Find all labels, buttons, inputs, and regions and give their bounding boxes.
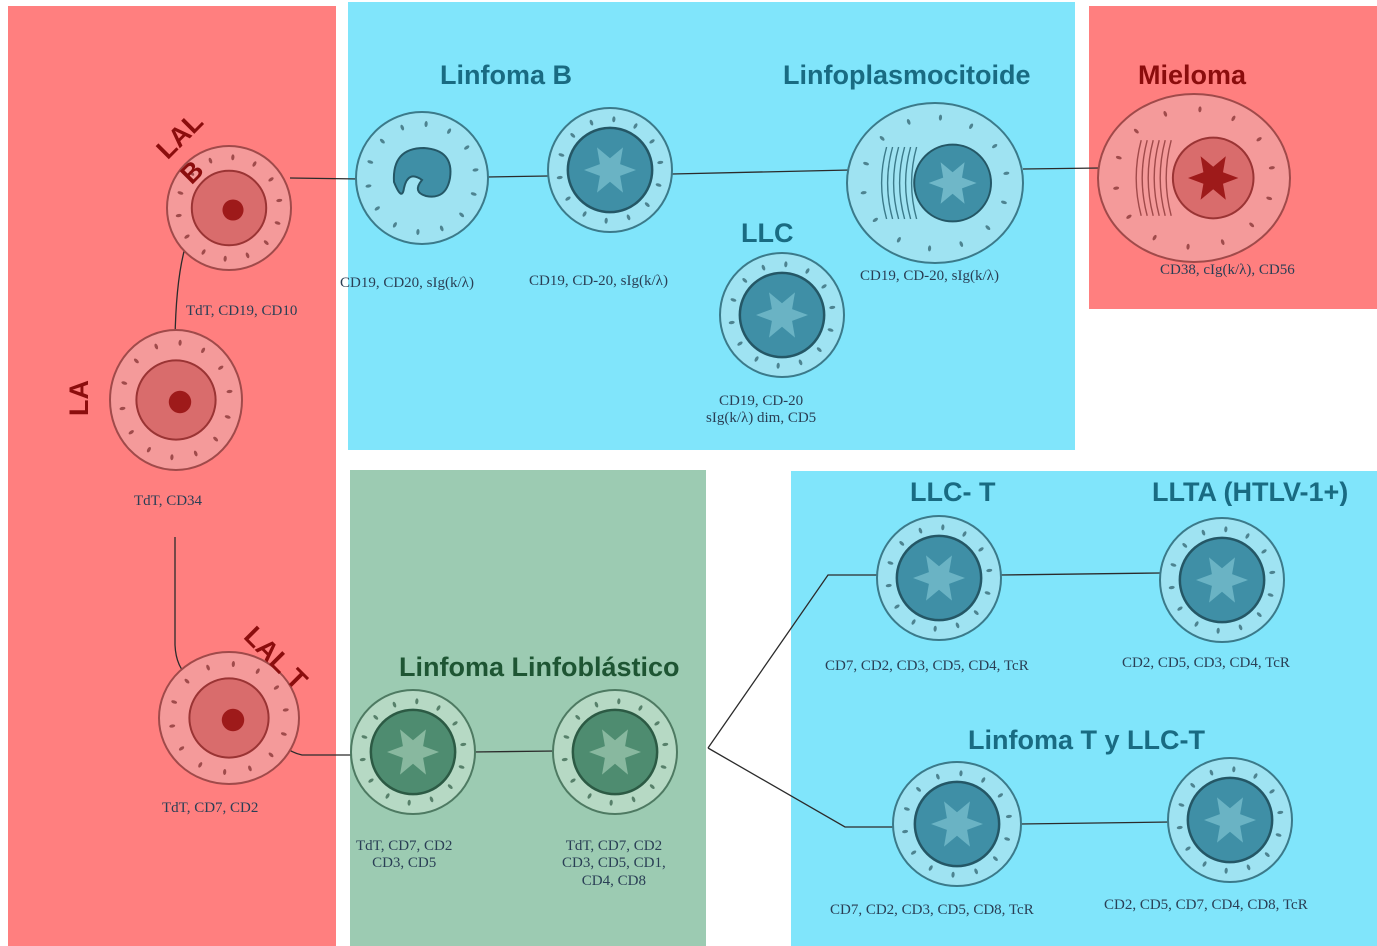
connector-linfomab-cells — [486, 175, 549, 178]
marker-line: CD19, CD20, sIg(k/λ) — [340, 275, 474, 291]
cell-linfoma-b-1 — [355, 111, 489, 245]
markers-linfoma-t-2: CD2, CD5, CD7, CD4, CD8, TcR — [1104, 897, 1308, 914]
marker-line: CD38, cIg(k/λ), CD56 — [1160, 262, 1295, 278]
cell-linfoma-t-1 — [892, 761, 1022, 887]
connector-linfomat-cells — [1019, 821, 1171, 825]
title-llc-t: LLC- T — [910, 477, 996, 507]
title-linfoma-t-llc-t: Linfoma T y LLC-T — [968, 725, 1205, 755]
marker-line: CD7, CD2, CD3, CD5, CD8, TcR — [830, 902, 1034, 918]
markers-linfoplasmocitoide: CD19, CD-20, sIg(k/λ) — [860, 268, 999, 285]
title-linfoplasmocitoide: Linfoplasmocitoide — [783, 60, 1031, 90]
cell-la — [109, 329, 243, 471]
precursor-panel-red — [8, 6, 336, 946]
cell-llc — [719, 252, 845, 378]
marker-line: TdT, CD19, CD10 — [186, 303, 298, 319]
cell-linfoblastico-1 — [350, 689, 476, 815]
title-llc: LLC — [741, 218, 794, 248]
marker-line: CD3, CD5 — [372, 855, 437, 872]
label-la: LA — [64, 380, 94, 416]
marker-line: TdT, CD7, CD2 — [565, 838, 663, 854]
cell-llta — [1159, 517, 1285, 643]
markers-mieloma: CD38, cIg(k/λ), CD56 — [1160, 262, 1295, 279]
connector-linfoblastico-cells — [471, 750, 557, 753]
cell-linfoma-t-2 — [1167, 757, 1293, 883]
title-mieloma: Mieloma — [1138, 60, 1247, 90]
marker-line: TdT, CD7, CD2 — [162, 800, 259, 816]
cell-lal-t — [158, 651, 300, 785]
cell-mieloma — [1097, 93, 1291, 263]
title-linfoma-linfoblastico: Linfoma Linfoblástico — [399, 652, 680, 682]
cell-lal-b — [166, 145, 292, 271]
connector-linfoplasmo-mieloma — [1022, 167, 1101, 170]
marker-line: CD7, CD2, CD3, CD5, CD4, TcR — [825, 658, 1029, 674]
cell-linfoplasmocitoide — [846, 102, 1024, 264]
marker-line: CD19, CD-20 — [719, 393, 804, 409]
title-llta: LLTA (HTLV-1+) — [1152, 479, 1349, 506]
markers-lal-t: TdT, CD7, CD2 — [162, 800, 258, 817]
markers-llc-t: CD7, CD2, CD3, CD5, CD4, TcR — [825, 658, 1029, 675]
connector-branch-upper — [707, 574, 878, 749]
marker-line: TdT, CD34 — [134, 493, 203, 509]
marker-line: CD19, CD-20, sIg(k/λ) — [529, 273, 668, 289]
markers-linfoma-b-2: CD19, CD-20, sIg(k/λ) — [529, 273, 668, 290]
markers-linfoma-b-1: CD19, CD20, sIg(k/λ) — [340, 275, 474, 292]
markers-linfoma-t-1: CD7, CD2, CD3, CD5, CD8, TcR — [830, 902, 1034, 919]
marker-line: CD4, CD8 — [581, 872, 646, 889]
title-linfoma-b: Linfoma B — [440, 60, 572, 90]
marker-line: CD19, CD-20, sIg(k/λ) — [860, 268, 999, 284]
cell-linfoblastico-2 — [552, 689, 678, 815]
cell-linfoma-b-2 — [547, 107, 673, 233]
marker-line: CD2, CD5, CD3, CD4, TcR — [1122, 655, 1290, 671]
marker-line: sIg(k/λ) dim, CD5 — [706, 410, 817, 427]
connector-llct-llta — [999, 572, 1161, 576]
connector-branch-lower — [707, 747, 895, 828]
connector-linfomab-linfoplasmo — [671, 169, 851, 175]
markers-lal-b: TdT, CD19, CD10 — [186, 303, 297, 320]
marker-line: CD2, CD5, CD7, CD4, CD8, TcR — [1104, 897, 1308, 913]
cell-llc-t — [876, 515, 1002, 641]
connector-lalb-linfomab — [289, 177, 361, 180]
marker-line: TdT, CD7, CD2 — [356, 838, 453, 854]
markers-llta: CD2, CD5, CD3, CD4, TcR — [1122, 655, 1290, 672]
markers-la: TdT, CD34 — [134, 493, 202, 510]
marker-line: CD3, CD5, CD1, — [562, 855, 666, 872]
